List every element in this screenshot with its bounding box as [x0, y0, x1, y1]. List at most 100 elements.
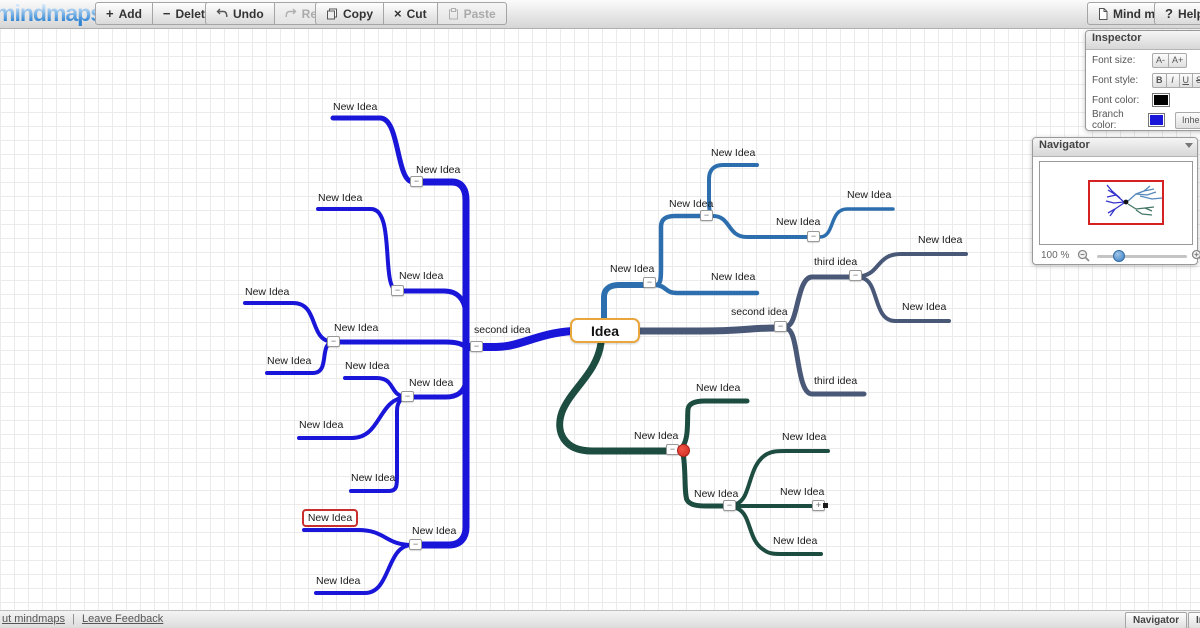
- map-node-label[interactable]: New Idea: [634, 430, 679, 442]
- map-node-label[interactable]: New Idea: [610, 263, 655, 275]
- leave-feedback-link[interactable]: Leave Feedback: [81, 613, 164, 625]
- collapse-button[interactable]: −: [700, 210, 713, 221]
- font-color-swatch[interactable]: [1152, 93, 1170, 107]
- about-mindmaps-link[interactable]: ut mindmaps: [2, 613, 65, 625]
- collapse-arrow-icon[interactable]: [1185, 143, 1193, 148]
- map-node-label[interactable]: New Idea: [847, 189, 892, 201]
- collapse-button[interactable]: −: [410, 176, 423, 187]
- inherit-color-button[interactable]: Inherit: [1174, 111, 1200, 129]
- map-node-label[interactable]: New Idea: [782, 431, 827, 443]
- collapse-button[interactable]: −: [391, 285, 404, 296]
- footer-links: ut mindmaps | Leave Feedback: [2, 613, 163, 625]
- app-logo: mindmaps: [0, 0, 103, 27]
- undo-icon: [216, 8, 228, 19]
- map-node-label[interactable]: New Idea: [409, 377, 454, 389]
- selected-node-label: New Idea: [307, 512, 353, 524]
- minimap[interactable]: [1039, 161, 1193, 245]
- branches-blue: [243, 115, 577, 595]
- map-node-label[interactable]: New Idea: [351, 472, 396, 484]
- clipboard-group: Copy × Cut Paste: [315, 2, 507, 25]
- map-node-label[interactable]: New Idea: [334, 322, 379, 334]
- delete-button[interactable]: − Delete: [151, 2, 223, 25]
- map-node-label[interactable]: New Idea: [267, 355, 312, 367]
- document-icon: [1098, 7, 1108, 20]
- add-button[interactable]: + Add: [95, 2, 153, 25]
- minus-icon: −: [162, 6, 171, 21]
- collapse-button[interactable]: −: [401, 391, 414, 402]
- underline-button[interactable]: U: [1178, 72, 1193, 88]
- map-node-label[interactable]: New Idea: [902, 301, 947, 313]
- zoom-in-icon[interactable]: [1191, 249, 1200, 266]
- map-node-label[interactable]: New Idea: [696, 382, 741, 394]
- map-node-label[interactable]: New Idea: [399, 270, 444, 282]
- cut-button[interactable]: × Cut: [383, 2, 438, 25]
- map-node-label[interactable]: third idea: [814, 256, 858, 268]
- zoom-slider-track[interactable]: [1097, 250, 1187, 262]
- link-separator: |: [72, 613, 75, 625]
- map-node-label[interactable]: New Idea: [416, 164, 461, 176]
- font-size-increase-button[interactable]: A+: [1168, 52, 1188, 68]
- collapse-button[interactable]: −: [470, 341, 483, 352]
- redo-icon: [285, 8, 297, 19]
- inspector-toggle-button[interactable]: Inspector: [1188, 612, 1200, 628]
- plus-icon: +: [106, 6, 114, 21]
- inspector-panel-header[interactable]: Inspector: [1086, 31, 1200, 50]
- undo-button[interactable]: Undo: [205, 2, 275, 25]
- collapse-button[interactable]: −: [849, 270, 862, 281]
- root-node[interactable]: Idea: [570, 318, 640, 343]
- map-node-label[interactable]: New Idea: [318, 192, 363, 204]
- branch-color-swatch[interactable]: [1148, 113, 1165, 127]
- collapse-button[interactable]: −: [327, 336, 340, 347]
- branches-slate: [635, 252, 968, 397]
- strikethrough-button[interactable]: S: [1192, 72, 1200, 88]
- zoom-out-icon[interactable]: [1077, 249, 1091, 266]
- collapsed-children-stub: [823, 503, 828, 508]
- map-node-label[interactable]: New Idea: [694, 488, 739, 500]
- map-node-label[interactable]: New Idea: [245, 286, 290, 298]
- collapse-button[interactable]: −: [774, 321, 787, 332]
- copy-button[interactable]: Copy: [315, 2, 384, 25]
- collapse-button[interactable]: −: [807, 231, 820, 242]
- zoom-slider-handle[interactable]: [1113, 250, 1125, 262]
- selected-node[interactable]: New Idea: [302, 509, 358, 527]
- map-node-label[interactable]: third idea: [814, 375, 858, 387]
- map-node-label[interactable]: New Idea: [776, 216, 821, 228]
- font-size-row: Font size: A- A+: [1086, 50, 1200, 70]
- collapse-button[interactable]: −: [643, 277, 656, 288]
- map-node-label[interactable]: second idea: [731, 306, 788, 318]
- map-node-label[interactable]: New Idea: [333, 101, 378, 113]
- map-node-label[interactable]: New Idea: [773, 535, 818, 547]
- map-node-label[interactable]: second idea: [474, 324, 531, 336]
- map-node-label[interactable]: New Idea: [299, 419, 344, 431]
- map-node-label[interactable]: New Idea: [711, 147, 756, 159]
- navigator-toggle-button[interactable]: Navigator: [1125, 612, 1188, 628]
- question-icon: ?: [1165, 6, 1173, 21]
- navigator-panel-header[interactable]: Navigator: [1033, 138, 1197, 157]
- map-node-label[interactable]: New Idea: [918, 234, 963, 246]
- edit-group: + Add − Delete: [95, 2, 223, 25]
- map-node-label[interactable]: New Idea: [669, 198, 714, 210]
- paste-icon: [448, 7, 459, 20]
- navigator-controls: 100 %: [1033, 246, 1200, 266]
- bold-button[interactable]: B: [1152, 72, 1167, 88]
- branches-steel-blue: [601, 163, 895, 322]
- map-node-label[interactable]: New Idea: [345, 360, 390, 372]
- root-node-label: Idea: [590, 322, 619, 339]
- drag-handle-dot[interactable]: [677, 444, 690, 457]
- map-node-label[interactable]: New Idea: [316, 575, 361, 587]
- font-size-decrease-button[interactable]: A-: [1152, 52, 1169, 68]
- viewport-rect[interactable]: [1088, 180, 1164, 225]
- map-node-label[interactable]: New Idea: [412, 525, 457, 537]
- minimap-blue-branches: [1105, 184, 1125, 217]
- help-button[interactable]: ? Help: [1154, 2, 1200, 25]
- collapse-button[interactable]: −: [409, 539, 422, 550]
- toolbar: mindmaps + Add − Delete Undo Redo Copy ×…: [0, 0, 1200, 29]
- map-node-label[interactable]: New Idea: [711, 271, 756, 283]
- map-node-label[interactable]: New Idea: [780, 486, 825, 498]
- collapse-button[interactable]: −: [723, 500, 736, 511]
- paste-button[interactable]: Paste: [436, 2, 507, 25]
- italic-button[interactable]: I: [1165, 72, 1180, 88]
- minimap-steel-branches: [1127, 185, 1163, 202]
